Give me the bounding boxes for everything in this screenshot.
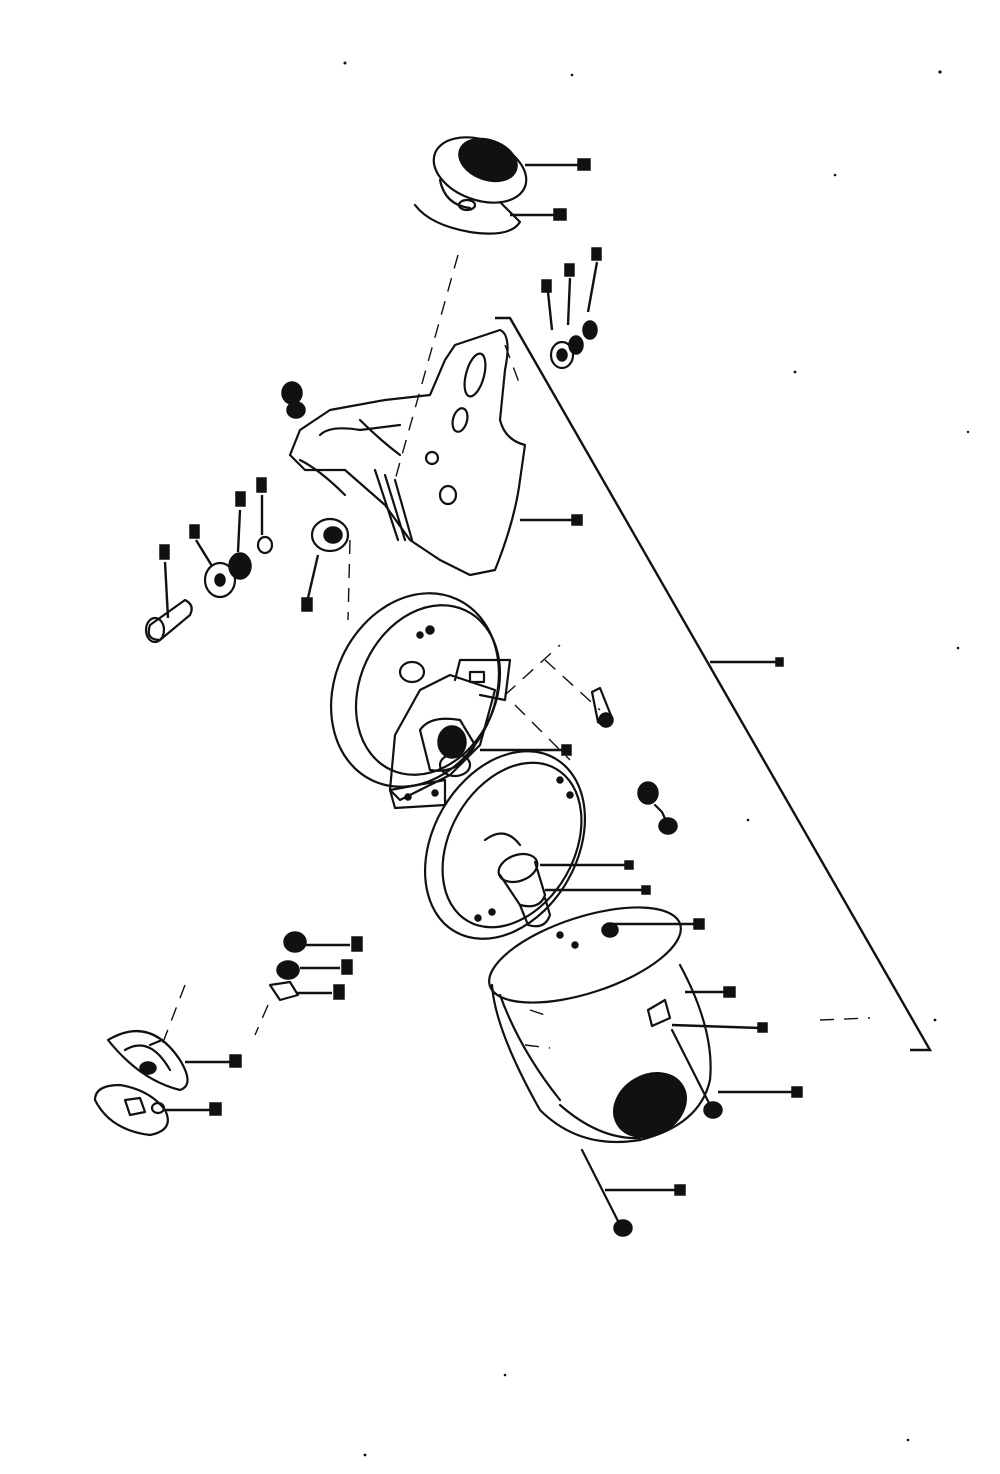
nut-and-bolt [637,781,678,835]
bottom-cap-base [93,1083,222,1137]
top-cap-base [413,198,522,235]
switch-dash-guides [347,539,601,761]
mounting-bracket [288,328,527,577]
long-assembly-leader [495,316,933,1052]
scan-specks [343,61,970,1457]
through-bolt-lower [580,1148,686,1237]
top-cap-leaders [510,158,591,221]
bottom-cap [106,984,242,1092]
grommet [301,517,350,612]
small-screw [590,686,614,728]
bolt-washer-nut-left [144,381,306,644]
switch-block [388,658,572,810]
through-bolt-upper [670,1028,803,1119]
bearing-sleeve [497,852,651,928]
housing-can [488,906,768,1144]
washer-nut-stack-right [541,247,602,370]
axis-line-top [394,254,459,481]
rear-flange-plate [423,750,587,940]
top-cap-lens [432,136,528,210]
lower-nut-washer-stack [254,931,363,1036]
bracket-callout [571,514,583,526]
left-callouts [159,477,267,619]
